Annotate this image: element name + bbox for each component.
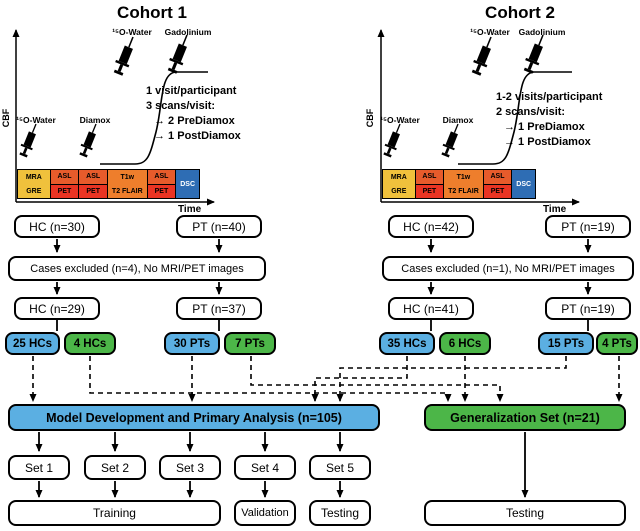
cohort1-note-line: 1 visit/participant (146, 85, 237, 97)
cohort2-note-line: → 1 PreDiamox (504, 121, 585, 133)
cohort1-cbf-curve (100, 71, 208, 165)
cohort2-pt-generalization-subset-box: 4 PTs (596, 332, 638, 355)
cohort1-note-line: → 1 PostDiamox (154, 130, 241, 142)
cohort1-protocol-notes: 1 visit/participant 3 scans/visit: → 2 P… (146, 84, 241, 144)
cohort2-note-line: 1-2 visits/participant (496, 91, 603, 103)
cohort2-axes (377, 29, 580, 206)
timeline-block-asl-pet: ASL PET (49, 170, 79, 198)
timeline-block-mra-gre: MRA GRE (18, 170, 50, 198)
cohort2-protocol-notes: 1-2 visits/participant 2 scans/visit: → … (496, 90, 602, 150)
timeline-block-asl-pet: ASL PET (146, 170, 176, 198)
cohort1-pt-generalization-subset-box: 7 PTs (224, 332, 276, 355)
cohort2-note-line: 2 scans/visit: (496, 106, 566, 118)
cohort2-pt-initial-box: PT (n=19) (545, 215, 631, 238)
generalization-set-box: Generalization Set (n=21) (424, 404, 626, 431)
cohort2-gadolinium-label: Gadolinium (518, 27, 566, 37)
cohort2-time-axis-label: Time (543, 204, 567, 215)
cohort2-pt-included-box: PT (n=19) (545, 297, 631, 320)
cohort2-note-line: → 1 PostDiamox (504, 136, 591, 148)
cohort1-title: Cohort 1 (117, 3, 187, 22)
cohort1-gadolinium-label: Gadolinium (164, 27, 212, 37)
syringe-icon (111, 34, 140, 77)
cohort2-cbf-curve (458, 71, 572, 165)
cohort1-note-line: 3 scans/visit: (146, 100, 216, 112)
cohort2-exclusion-box: Cases excluded (n=1), No MRI/PET images (382, 256, 634, 281)
cohort2-hc-generalization-subset-box: 6 HCs (439, 332, 491, 355)
cohort2-scan-timeline: MRA GRE ASL PET T1w T2 FLAIR ASL PET DSC (382, 169, 536, 199)
timeline-block-t1w-t2flair: T1w T2 FLAIR (107, 170, 147, 198)
validation-box: Validation (234, 500, 296, 526)
timeline-block-mra-gre: MRA GRE (383, 170, 415, 198)
cohort2-hc-included-box: HC (n=41) (388, 297, 474, 320)
cohort2-hc-initial-box: HC (n=42) (388, 215, 474, 238)
cohort2-title: Cohort 2 (485, 3, 555, 22)
cohort2-pt-model-subset-box: 15 PTs (538, 332, 594, 355)
cohort1-water-post-label: ¹⁵O-Water (112, 27, 152, 37)
syringe-icon (439, 121, 464, 159)
cohort2-water-pre-label: ¹⁵O-Water (380, 115, 420, 125)
cohort1-hc-included-box: HC (n=29) (14, 297, 100, 320)
set-5-box: Set 5 (309, 455, 371, 480)
timeline-block-asl-pet: ASL PET (482, 170, 512, 198)
timeline-block-asl-pet: ASL PET (78, 170, 108, 198)
cohort1-exclusion-box: Cases excluded (n=4), No MRI/PET images (8, 256, 266, 281)
syringe-icon (381, 121, 406, 159)
model-development-box: Model Development and Primary Analysis (… (8, 404, 380, 431)
timeline-block-asl-pet: ASL PET (414, 170, 444, 198)
cohort1-hc-model-subset-box: 25 HCs (5, 332, 60, 355)
cohort1-hc-initial-box: HC (n=30) (14, 215, 100, 238)
syringe-icon (469, 34, 498, 77)
cohort1-axes (12, 29, 215, 206)
cohort1-water-pre-label: ¹⁵O-Water (16, 115, 56, 125)
cohort1-pt-model-subset-box: 30 PTs (164, 332, 220, 355)
subset-dashed-connectors (29, 356, 623, 402)
set-3-box: Set 3 (159, 455, 221, 480)
syringe-icon (521, 32, 550, 75)
cohort1-note-line: → 2 PreDiamox (154, 115, 235, 127)
set-4-box: Set 4 (234, 455, 296, 480)
flow-arrows (35, 239, 592, 498)
timeline-block-dsc: DSC (175, 170, 199, 198)
cohort1-hc-generalization-subset-box: 4 HCs (64, 332, 116, 355)
testing-box: Testing (309, 500, 371, 526)
cohort2-water-post-label: ¹⁵O-Water (470, 27, 510, 37)
cohort1-pt-initial-box: PT (n=40) (176, 215, 262, 238)
generalization-testing-box: Testing (424, 500, 626, 526)
syringe-icon (17, 121, 42, 159)
syringe-icon (165, 32, 194, 75)
syringe-icon (77, 121, 102, 159)
timeline-block-t1w-t2flair: T1w T2 FLAIR (443, 170, 483, 198)
cohort1-time-axis-label: Time (178, 204, 202, 215)
set-2-box: Set 2 (84, 455, 146, 480)
timeline-block-dsc: DSC (511, 170, 535, 198)
training-box: Training (8, 500, 221, 526)
set-1-box: Set 1 (8, 455, 70, 480)
cohort1-diamox-label: Diamox (79, 115, 111, 125)
cohort2-diamox-label: Diamox (442, 115, 474, 125)
cohort1-pt-included-box: PT (n=37) (176, 297, 262, 320)
cohort2-hc-model-subset-box: 35 HCs (379, 332, 435, 355)
cohort1-scan-timeline: MRA GRE ASL PET ASL PET T1w T2 FLAIR ASL… (17, 169, 200, 199)
